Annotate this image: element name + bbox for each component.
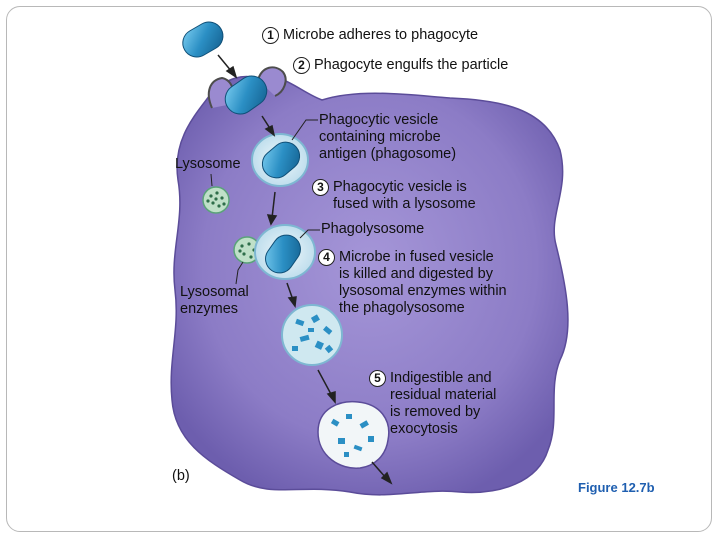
- label-lysosome: Lysosome: [175, 156, 241, 172]
- lysosome-granules: [206, 191, 226, 208]
- label-phagolysosome: Phagolysosome: [321, 221, 425, 237]
- figure-caption: Figure 12.7b: [578, 480, 655, 495]
- step-3-text: Phagocytic vesicle is fused with a lysos…: [333, 179, 476, 212]
- process-arrows: [217, 54, 393, 485]
- step-1-badge: 1: [262, 27, 279, 44]
- step-1-text: Microbe adheres to phagocyte: [283, 27, 479, 43]
- label-lysosomal-enzymes: Lysosomal enzymes: [180, 284, 249, 317]
- step-3-badge: 3: [312, 179, 329, 196]
- leader-lines: [210, 119, 320, 285]
- label-phagosome: Phagocytic vesicle containing microbe an…: [319, 112, 457, 162]
- step-1: 1 Microbe adheres to phagocyte: [262, 27, 478, 44]
- microbe-adhering: [182, 21, 224, 58]
- pseudopod-right: [257, 66, 287, 97]
- step-4: 4 Microbe in fused vesicle is killed and…: [318, 249, 507, 317]
- microbe-engulfed: [224, 75, 268, 115]
- step-5-text: Indigestible and residual material is re…: [390, 370, 497, 437]
- microbe-fragments: [292, 314, 334, 354]
- step-2-badge: 2: [293, 57, 310, 74]
- microbe-in-phagolysosome: [265, 234, 301, 274]
- exocytosis-vesicle: [317, 400, 390, 469]
- step-5-badge: 5: [369, 370, 386, 387]
- step-3: 3 Phagocytic vesicle is fused with a lys…: [312, 179, 476, 213]
- step-2-text: Phagocyte engulfs the particle: [314, 57, 509, 73]
- step-4-text: Microbe in fused vesicle is killed and d…: [339, 249, 507, 316]
- step-4-badge: 4: [318, 249, 335, 266]
- microbe-in-phagosome: [261, 141, 301, 179]
- panel-label: (b): [172, 468, 190, 484]
- step-2: 2 Phagocyte engulfs the particle: [293, 57, 508, 74]
- slide-frame: [6, 6, 712, 532]
- residual-material: [330, 414, 374, 457]
- step-5: 5 Indigestible and residual material is …: [369, 370, 496, 438]
